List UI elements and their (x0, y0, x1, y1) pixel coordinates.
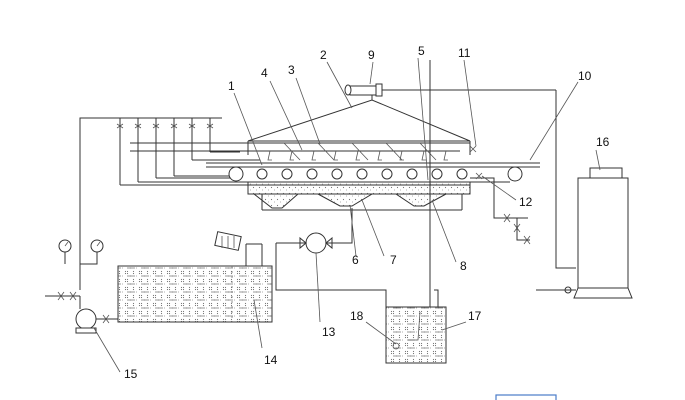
circulation-pump-icon (275, 208, 387, 340)
label-11: 11 (458, 46, 471, 60)
label-1: 1 (228, 79, 235, 93)
side-valve-cluster (469, 145, 531, 245)
exhaust-duct (536, 90, 576, 294)
pressure-gauge-icon (58, 239, 104, 265)
label-16: 16 (596, 135, 610, 149)
absorption-tower (573, 167, 633, 299)
conveyor-belt (206, 162, 540, 183)
water-tank (117, 243, 273, 323)
label-8: 8 (460, 259, 467, 273)
spray-header (130, 142, 470, 161)
label-14: 14 (264, 353, 278, 367)
hood (247, 93, 471, 155)
label-5: 5 (418, 44, 425, 58)
label-18: 18 (350, 309, 364, 323)
roller-row (256, 168, 468, 180)
label-3: 3 (288, 63, 295, 77)
exhaust-fan-icon (344, 83, 556, 97)
left-manifold (79, 117, 470, 290)
label-9: 9 (368, 48, 375, 62)
pump-icon (45, 291, 118, 334)
leader-lines (93, 57, 601, 373)
label-7: 7 (390, 253, 397, 267)
blue-badge (495, 394, 557, 400)
label-10: 10 (578, 69, 592, 83)
label-17: 17 (468, 309, 482, 323)
label-12: 12 (519, 195, 533, 209)
filter-box-icon (214, 231, 242, 251)
label-2: 2 (320, 48, 327, 62)
label-6: 6 (352, 253, 359, 267)
label-15: 15 (124, 367, 138, 381)
settling-tank (385, 60, 447, 364)
label-13: 13 (322, 325, 336, 339)
label-4: 4 (261, 66, 268, 80)
collection-hoppers (247, 181, 471, 211)
